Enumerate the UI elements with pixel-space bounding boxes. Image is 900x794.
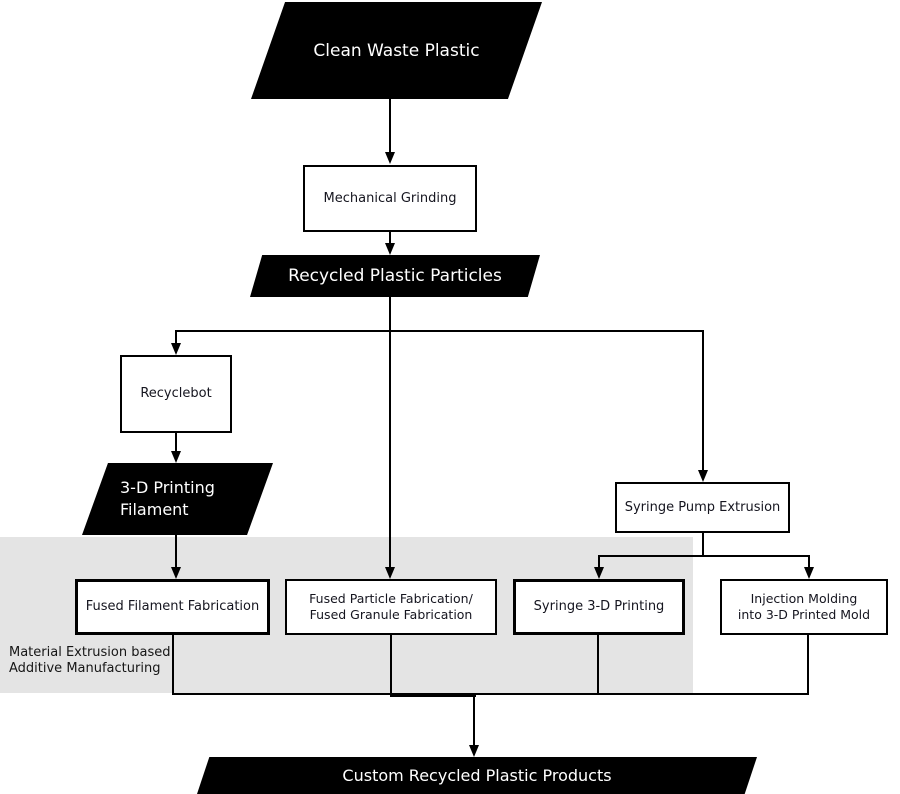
connector-branch-spe xyxy=(702,330,704,471)
fused-particle-fabrication-label: Fused Particle Fabrication/ Fused Granul… xyxy=(309,591,473,623)
collector-fff xyxy=(172,635,174,695)
arrowhead-filament xyxy=(171,451,181,463)
clean-waste-plastic-label: Clean Waste Plastic xyxy=(313,40,480,61)
arrowhead-fff xyxy=(171,567,181,579)
collector-thick-segment xyxy=(390,694,476,697)
node-recycled-plastic-particles: Recycled Plastic Particles xyxy=(250,255,540,297)
injection-molding-line2: into 3-D Printed Mold xyxy=(737,607,871,622)
node-syringe-pump-extrusion: Syringe Pump Extrusion xyxy=(615,482,790,533)
branch-horizontal xyxy=(175,330,704,332)
material-extrusion-region-label: Material Extrusion based Additive Manufa… xyxy=(9,645,170,677)
syringe-pump-extrusion-label: Syringe Pump Extrusion xyxy=(624,499,781,515)
printing-filament-label: 3-D Printing Filament xyxy=(120,477,215,520)
connector-split-s3dp xyxy=(598,555,600,568)
collector-horizontal xyxy=(172,693,809,695)
region-label-line1: Material Extrusion based xyxy=(9,645,171,660)
fused-particle-line1: Fused Particle Fabrication/ xyxy=(309,591,473,606)
custom-products-label: Custom Recycled Plastic Products xyxy=(342,766,612,785)
node-fused-filament-fabrication: Fused Filament Fabrication xyxy=(75,579,270,635)
arrowhead-custom-products xyxy=(469,745,479,757)
connector-rpp-branch xyxy=(389,297,391,331)
node-3d-printing-filament: 3-D Printing Filament xyxy=(82,463,273,535)
collector-fpf xyxy=(390,635,392,695)
connector-spe-down xyxy=(702,533,704,557)
printing-filament-line2: Filament xyxy=(120,500,189,519)
node-custom-recycled-plastic-products: Custom Recycled Plastic Products xyxy=(197,757,757,794)
collector-im xyxy=(807,635,809,695)
arrowhead-mg xyxy=(385,152,395,164)
node-fused-particle-fabrication: Fused Particle Fabrication/ Fused Granul… xyxy=(285,579,497,635)
injection-molding-line1: Injection Molding xyxy=(750,591,858,606)
connector-mg-rpp xyxy=(389,232,391,244)
node-injection-molding: Injection Molding into 3-D Printed Mold xyxy=(720,579,888,635)
arrowhead-im xyxy=(804,567,814,579)
spe-split-horizontal xyxy=(598,555,810,557)
collector-s3dp xyxy=(597,635,599,695)
connector-cwp-mg xyxy=(389,99,391,152)
fused-filament-fabrication-label: Fused Filament Fabrication xyxy=(85,599,260,614)
connector-filament-fff xyxy=(175,535,177,568)
arrowhead-fpf xyxy=(385,567,395,579)
connector-branch-fpf xyxy=(389,330,391,568)
syringe-3d-printing-label: Syringe 3-D Printing xyxy=(533,599,665,614)
printing-filament-line1: 3-D Printing xyxy=(120,478,215,498)
connector-split-im xyxy=(808,555,810,568)
arrowhead-recyclebot xyxy=(171,343,181,355)
region-label-line2: Additive Manufacturing xyxy=(9,661,161,676)
injection-molding-label: Injection Molding into 3-D Printed Mold xyxy=(738,591,870,623)
connector-recyclebot-filament xyxy=(175,433,177,452)
mechanical-grinding-label: Mechanical Grinding xyxy=(323,190,457,206)
node-syringe-3d-printing: Syringe 3-D Printing xyxy=(513,579,685,635)
recycled-plastic-particles-label: Recycled Plastic Particles xyxy=(288,266,502,286)
fused-particle-line2: Fused Granule Fabrication xyxy=(309,607,473,622)
node-clean-waste-plastic: Clean Waste Plastic xyxy=(251,2,542,99)
node-mechanical-grinding: Mechanical Grinding xyxy=(303,165,477,232)
arrowhead-s3dp xyxy=(594,567,604,579)
connector-final xyxy=(473,693,475,745)
node-recyclebot: Recyclebot xyxy=(120,355,232,433)
arrowhead-rpp xyxy=(385,243,395,255)
recyclebot-label: Recyclebot xyxy=(140,386,212,401)
connector-branch-recyclebot xyxy=(175,330,177,344)
arrowhead-spe xyxy=(698,470,708,482)
